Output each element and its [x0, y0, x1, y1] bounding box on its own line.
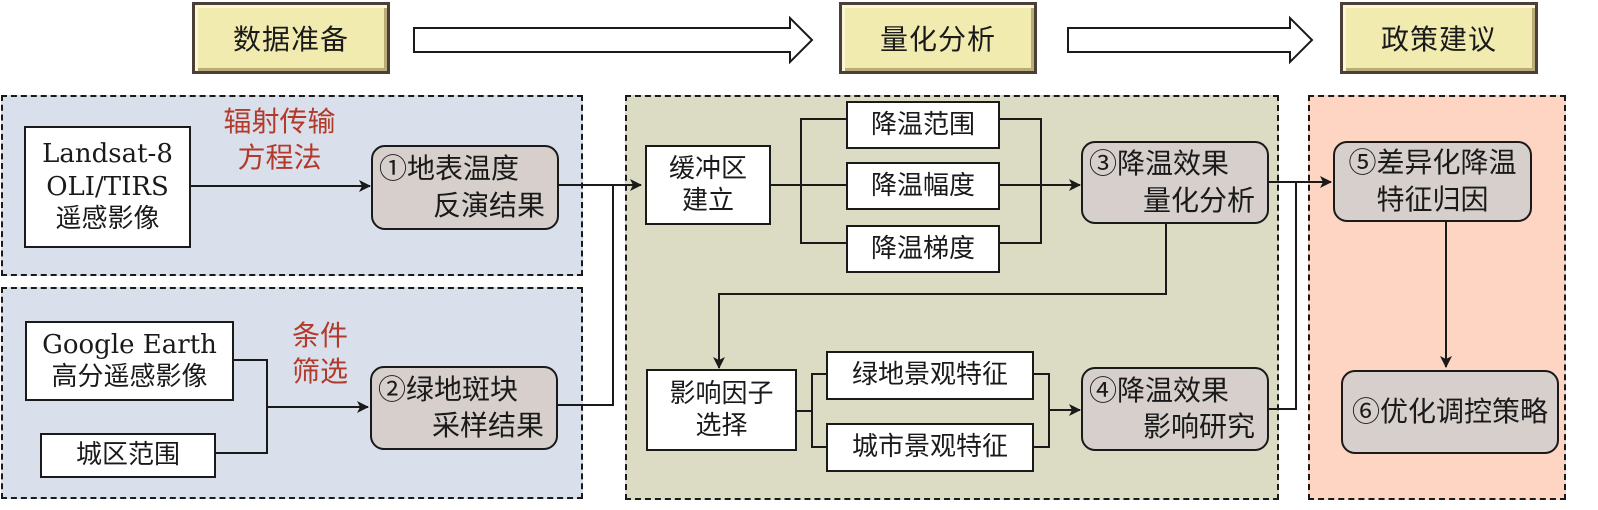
optimization-strategy-box: ⑥优化调控策略 [1341, 370, 1559, 454]
lst-result-line-2: 反演结果 [432, 188, 545, 222]
metric-cooling-magnitude: 降温幅度 [846, 162, 1000, 210]
arrow-cooling-quant-to-factor [713, 221, 1167, 369]
feature-urban-landscape: 城市景观特征 [826, 423, 1034, 472]
cooling-quant-line-1: ③降温效果 [1089, 147, 1230, 181]
line-metric-join [999, 118, 1042, 244]
line-metric-branch [800, 118, 846, 244]
cooling-impact-line-2: 影响研究 [1142, 410, 1255, 443]
google-earth-line-1: Google Earth [42, 329, 217, 360]
metric-cooling-gradient-label: 降温梯度 [870, 233, 975, 264]
buffer-line-2: 建立 [681, 186, 734, 216]
lst-result-line-1: ①地表温度 [379, 152, 520, 186]
buffer-line-1: 缓冲区 [668, 153, 747, 184]
landsat-line-2: OLI/TIRS [46, 171, 169, 202]
factor-selection-box: 影响因子 选择 [646, 369, 797, 451]
attribution-box: ⑤差异化降温 特征归因 [1333, 141, 1532, 222]
metric-cooling-magnitude-label: 降温幅度 [870, 170, 975, 201]
stage-policy-advice-label: 政策建议 [1380, 23, 1497, 56]
feature-greenspace-label: 绿地景观特征 [851, 360, 1008, 391]
landsat-imagery-box: Landsat-8 OLI/TIRS 遥感影像 [24, 126, 191, 248]
method-filter-line-1: 条件 [291, 319, 348, 352]
feature-greenspace-landscape: 绿地景观特征 [826, 351, 1034, 400]
greenspace-result-line-1: ②绿地斑块 [378, 372, 519, 406]
metric-cooling-range: 降温范围 [846, 101, 1000, 149]
line-cooling-impact-to-attribution [1268, 182, 1297, 410]
method-filter-line-2: 筛选 [291, 355, 348, 389]
stage-data-prep: 数据准备 [192, 2, 390, 74]
stage-quant-analysis-label: 量化分析 [879, 23, 996, 56]
google-earth-imagery-box: Google Earth 高分遥感影像 [25, 321, 234, 401]
stage-arrow-2 [1067, 15, 1314, 65]
google-earth-line-2: 高分遥感影像 [51, 362, 208, 392]
landsat-line-3: 遥感影像 [55, 204, 160, 235]
metric-cooling-range-label: 降温范围 [870, 109, 975, 140]
stage-quant-analysis: 量化分析 [839, 2, 1037, 74]
greenspace-result-line-2: 采样结果 [431, 409, 544, 442]
lst-result-box: ①地表温度 反演结果 [371, 145, 559, 230]
urban-extent-box: 城区范围 [40, 433, 216, 478]
method-filter-label: 条件 筛选 [280, 318, 360, 391]
line-greenspace-to-buffer [558, 184, 614, 406]
feature-urban-label: 城市景观特征 [851, 432, 1008, 463]
stage-data-prep-label: 数据准备 [232, 23, 349, 56]
greenspace-result-box: ②绿地斑块 采样结果 [370, 366, 558, 450]
stage-policy-advice: 政策建议 [1340, 2, 1538, 74]
metric-cooling-gradient: 降温梯度 [846, 225, 1000, 273]
cooling-impact-box: ④降温效果 影响研究 [1081, 367, 1269, 451]
landsat-line-1: Landsat-8 [42, 139, 173, 170]
stage-arrow-1 [413, 15, 814, 65]
factor-select-line-2: 选择 [695, 411, 748, 441]
attribution-line-2: 特征归因 [1376, 182, 1489, 216]
urban-extent-label: 城区范围 [75, 440, 180, 471]
line-feature-join [1034, 373, 1050, 448]
cooling-impact-line-1: ④降温效果 [1089, 373, 1230, 407]
method-rte-label: 辐射传输 方程法 [212, 104, 347, 177]
line-feature-branch [811, 373, 826, 448]
method-rte-line-1: 辐射传输 [223, 105, 336, 138]
cooling-quant-box: ③降温效果 量化分析 [1081, 141, 1269, 224]
buffer-build-box: 缓冲区 建立 [645, 145, 771, 225]
attribution-line-1: ⑤差异化降温 [1348, 146, 1517, 180]
method-rte-line-2: 方程法 [237, 141, 322, 175]
factor-select-line-1: 影响因子 [669, 378, 774, 409]
strategy-label: ⑥优化调控策略 [1351, 394, 1548, 428]
cooling-quant-line-2: 量化分析 [1142, 183, 1255, 217]
